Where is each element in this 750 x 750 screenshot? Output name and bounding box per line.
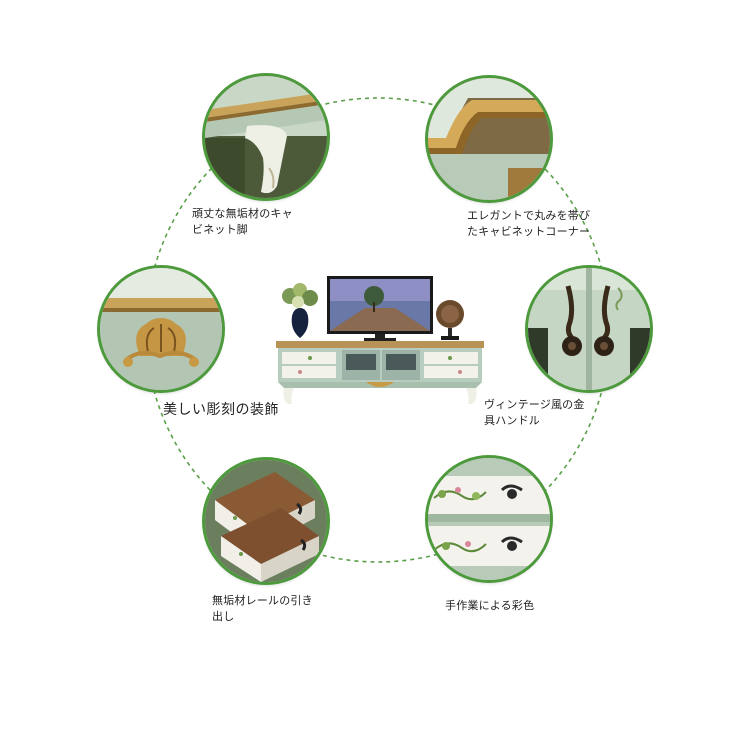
feature-circle-painting	[428, 458, 550, 580]
rounded-corner-closeup-icon	[428, 78, 550, 200]
caption-carving: 美しい彫刻の装飾	[163, 401, 279, 419]
television-icon	[327, 276, 433, 341]
hand-painted-closeup-icon	[428, 458, 550, 580]
caption-legs-line2: ビネット脚	[192, 223, 248, 236]
cabinet-leg-closeup-icon	[205, 76, 327, 198]
caption-drawers-line2: 出し	[212, 610, 235, 623]
feature-circle-legs	[205, 76, 327, 198]
feature-circle-handles	[528, 268, 650, 390]
caption-corner: エレガントで丸みを帯び たキャビネットコーナー	[467, 208, 590, 240]
vintage-handle-closeup-icon	[528, 268, 650, 390]
caption-handles-line2: 具ハンドル	[484, 414, 540, 427]
carved-ornament-closeup-icon	[100, 268, 222, 390]
caption-carving-line1: 美しい彫刻の装飾	[163, 402, 279, 418]
cabinet-body-icon	[276, 341, 484, 404]
caption-handles-line1: ヴィンテージ風の金	[484, 398, 585, 411]
feature-circle-corner	[428, 78, 550, 200]
caption-legs-line1: 頑丈な無垢材のキャ	[192, 207, 293, 220]
caption-painting: 手作業による彩色	[445, 598, 534, 614]
caption-handles: ヴィンテージ風の金 具ハンドル	[484, 397, 585, 429]
feature-circle-drawers	[205, 460, 327, 582]
tv-cabinet-product-image	[276, 276, 484, 404]
caption-legs: 頑丈な無垢材のキャ ビネット脚	[192, 206, 293, 238]
feature-circle-carving	[100, 268, 222, 390]
caption-painting-line1: 手作業による彩色	[445, 599, 535, 612]
caption-drawers-line1: 無垢材レールの引き	[212, 594, 313, 607]
drawer-rail-closeup-icon	[205, 460, 327, 582]
flower-vase-icon	[282, 283, 318, 338]
caption-drawers: 無垢材レールの引き 出し	[212, 593, 313, 625]
caption-corner-line2: たキャビネットコーナー	[467, 225, 591, 238]
caption-corner-line1: エレガントで丸みを帯び	[467, 209, 591, 222]
round-decor-icon	[436, 300, 464, 340]
